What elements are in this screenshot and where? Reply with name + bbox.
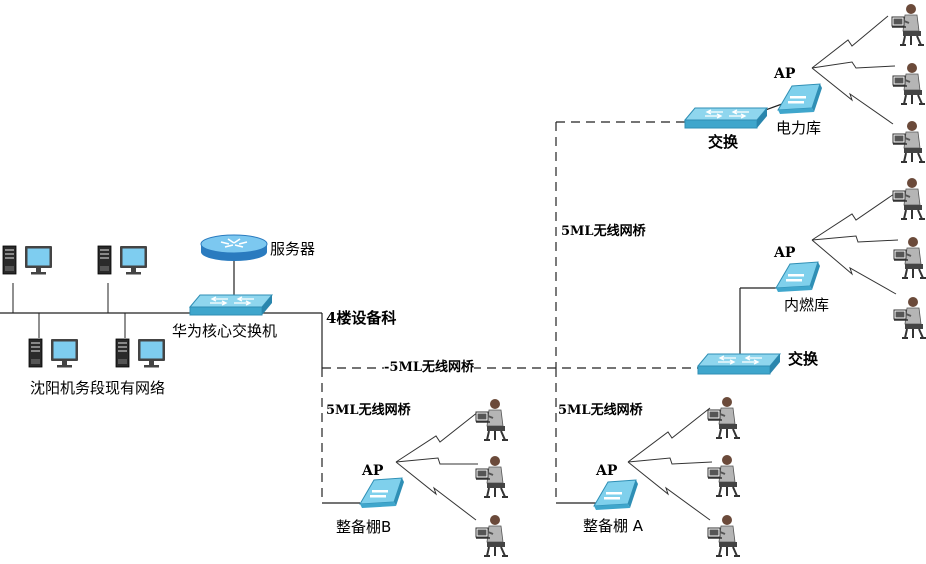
ap-icon bbox=[777, 83, 823, 115]
user-workstation-icon bbox=[893, 296, 926, 339]
monitor-icon bbox=[51, 339, 78, 368]
monitor-icon bbox=[25, 246, 52, 275]
router-icon bbox=[200, 234, 268, 262]
shed-a-label: 整备棚 A bbox=[583, 517, 644, 535]
existing-network-lan bbox=[0, 245, 322, 368]
user-workstation-icon bbox=[893, 236, 926, 279]
core-switch-label: 华为核心交换机 bbox=[172, 322, 278, 340]
floor4-dept-label: 4楼设备科 bbox=[326, 309, 397, 327]
ap-label-shed-b: AP bbox=[362, 463, 384, 479]
user-workstation-icon bbox=[475, 398, 509, 441]
depot-power-label: 电力库 bbox=[776, 119, 822, 137]
shed-b-label: 整备棚B bbox=[336, 518, 392, 536]
user-workstation-icon bbox=[707, 514, 741, 557]
user-workstation-icon bbox=[475, 514, 509, 557]
ap-label-power: AP bbox=[774, 66, 796, 82]
user-workstation-icon bbox=[891, 3, 925, 46]
monitor-icon bbox=[138, 339, 165, 368]
core-switch-icon bbox=[189, 294, 273, 316]
switch-icon bbox=[684, 107, 768, 129]
switch-right-label: 交换 bbox=[788, 350, 819, 368]
monitor-icon bbox=[120, 246, 147, 275]
bridge-left-label: 5ML无线网桥 bbox=[326, 403, 411, 418]
switch-top-label: 交换 bbox=[708, 133, 739, 151]
ap-label-combustion: AP bbox=[774, 245, 796, 261]
server-icon bbox=[115, 338, 130, 368]
user-workstation-icon bbox=[707, 454, 741, 497]
server-icon bbox=[97, 245, 112, 275]
bridge-top-label: 5ML无线网桥 bbox=[561, 224, 646, 239]
ap-label-shed-a: AP bbox=[596, 463, 618, 479]
server-icon bbox=[2, 245, 17, 275]
ap-icon bbox=[359, 477, 405, 509]
user-workstations bbox=[475, 3, 926, 557]
user-workstation-icon bbox=[892, 62, 926, 105]
existing-network-label: 沈阳机务段现有网络 bbox=[30, 379, 166, 397]
bridge-right-label: 5ML无线网桥 bbox=[558, 403, 643, 418]
switch-icon bbox=[697, 353, 781, 375]
ap-icon bbox=[775, 261, 821, 293]
user-workstation-icon bbox=[892, 177, 926, 220]
depot-combustion-label: 内燃库 bbox=[784, 296, 830, 314]
user-workstation-icon bbox=[707, 396, 741, 439]
user-workstation-icon bbox=[475, 455, 509, 498]
bridge-middle-label: -5ML无线网桥 bbox=[384, 360, 474, 375]
user-workstation-icon bbox=[892, 120, 926, 163]
server-label: 服务器 bbox=[270, 240, 316, 258]
ap-icon bbox=[593, 479, 639, 511]
wireless-signal-icon bbox=[395, 15, 899, 521]
server-icon bbox=[28, 338, 43, 368]
